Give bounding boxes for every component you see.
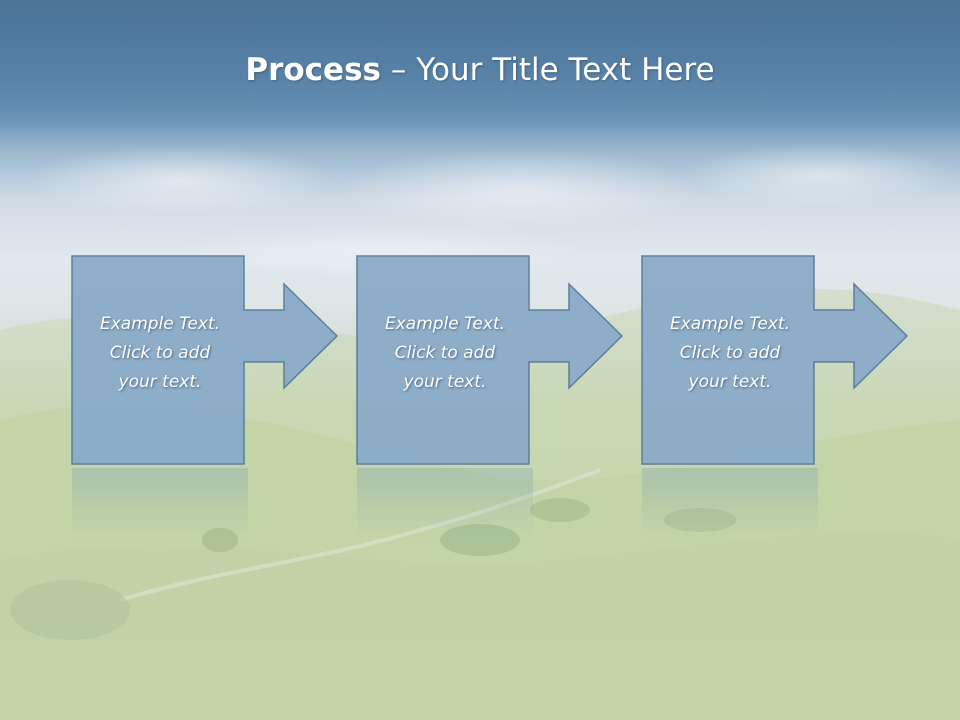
step-3-line-2: Click to add — [679, 343, 781, 363]
title-band — [0, 0, 960, 135]
step-3-line-3: your text. — [688, 372, 772, 392]
step-1-line-2: Click to add — [109, 343, 211, 363]
step-1-line-1: Example Text. — [99, 314, 221, 334]
slide-title[interactable]: Process – Your Title Text Here — [0, 52, 960, 88]
step-3-line-1: Example Text. — [669, 314, 791, 334]
title-bold: Process — [245, 52, 381, 88]
title-rest: – Your Title Text Here — [381, 52, 715, 88]
step-2-line-3: your text. — [403, 372, 487, 392]
step-1-reflection — [72, 468, 248, 538]
step-3-shape — [641, 255, 909, 465]
step-3-text: Example Text. Click to add your text. — [642, 310, 818, 397]
step-1-shape — [71, 255, 339, 465]
process-step-1[interactable]: Example Text. Click to add your text. — [71, 255, 412, 468]
step-2-shape — [356, 255, 624, 465]
step-2-line-1: Example Text. — [384, 314, 506, 334]
process-step-2[interactable]: Example Text. Click to add your text. — [356, 255, 697, 468]
step-1-line-3: your text. — [118, 372, 202, 392]
step-2-line-2: Click to add — [394, 343, 496, 363]
step-1-text: Example Text. Click to add your text. — [72, 310, 248, 397]
process-step-3[interactable]: Example Text. Click to add your text. — [641, 255, 960, 468]
step-2-reflection — [357, 468, 533, 538]
step-2-text: Example Text. Click to add your text. — [357, 310, 533, 397]
step-3-reflection — [642, 468, 818, 538]
